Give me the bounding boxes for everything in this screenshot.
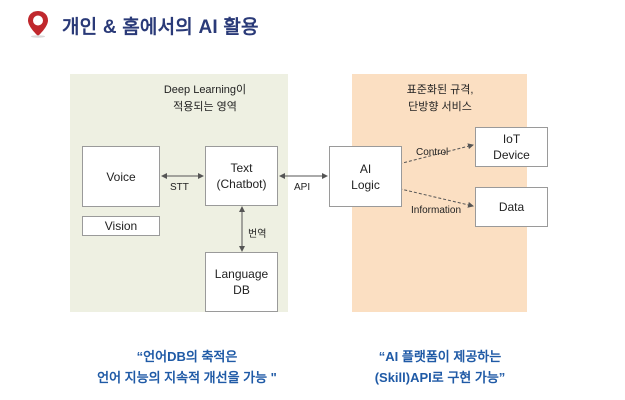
page-title: 개인 & 홈에서의 AI 활용 [62, 17, 259, 38]
standard-service-label-line1: 표준화된 규격, [406, 84, 474, 96]
vision-node: Vision [82, 216, 160, 236]
deep-learning-label-line2: 적용되는 영역 [173, 101, 237, 113]
standard-service-region-label: 표준화된 규격, 단방향 서비스 [370, 82, 510, 116]
ai-platform-quote-line1: “AI 플랫폼이 제공하는 [378, 349, 502, 364]
ai-platform-quote-line2: (Skill)API로 구현 가능” [374, 370, 506, 385]
ai-logic-label-line1: AI [359, 161, 372, 176]
language-db-quote-line2: 언어 지능의 지속적 개선을 가능 " [97, 370, 277, 385]
ai-logic-label-line2: Logic [351, 177, 380, 192]
text-chatbot-label-line1: Text [230, 161, 253, 175]
translate-label: 번역 [248, 229, 267, 240]
vision-node-label: Vision [104, 219, 138, 233]
ai-logic-node: AI Logic [329, 146, 402, 207]
language-db-label-line2: DB [233, 283, 250, 297]
information-label: Information [411, 205, 462, 216]
location-pin-icon [28, 11, 48, 38]
text-chatbot-label-line2: (Chatbot) [216, 177, 267, 191]
ai-platform-quote: “AI 플랫폼이 제공하는 (Skill)API로 구현 가능” [335, 346, 545, 388]
deep-learning-region-label: Deep Learning이 적용되는 영역 [130, 82, 280, 116]
data-node-label: Data [498, 200, 525, 214]
deep-learning-label-line1: Deep Learning이 [163, 84, 247, 96]
standard-service-label-line2: 단방향 서비스 [408, 101, 472, 113]
voice-node: Voice [82, 146, 160, 207]
language-db-quote-line1: “언어DB의 축적은 [136, 349, 238, 364]
language-db-quote: “언어DB의 축적은 언어 지능의 지속적 개선을 가능 " [72, 346, 302, 388]
voice-node-label: Voice [106, 169, 136, 184]
api-label: API [294, 182, 311, 193]
language-db-node: Language DB [205, 252, 278, 312]
iot-device-label-line2: Device [493, 148, 530, 162]
control-label: Control [416, 147, 449, 158]
iot-device-node: IoT Device [475, 127, 548, 167]
data-node: Data [475, 187, 548, 227]
language-db-label-line1: Language [214, 267, 269, 281]
stt-label: STT [170, 182, 189, 193]
iot-device-label-line1: IoT [502, 132, 521, 146]
text-chatbot-node: Text (Chatbot) [205, 146, 278, 206]
